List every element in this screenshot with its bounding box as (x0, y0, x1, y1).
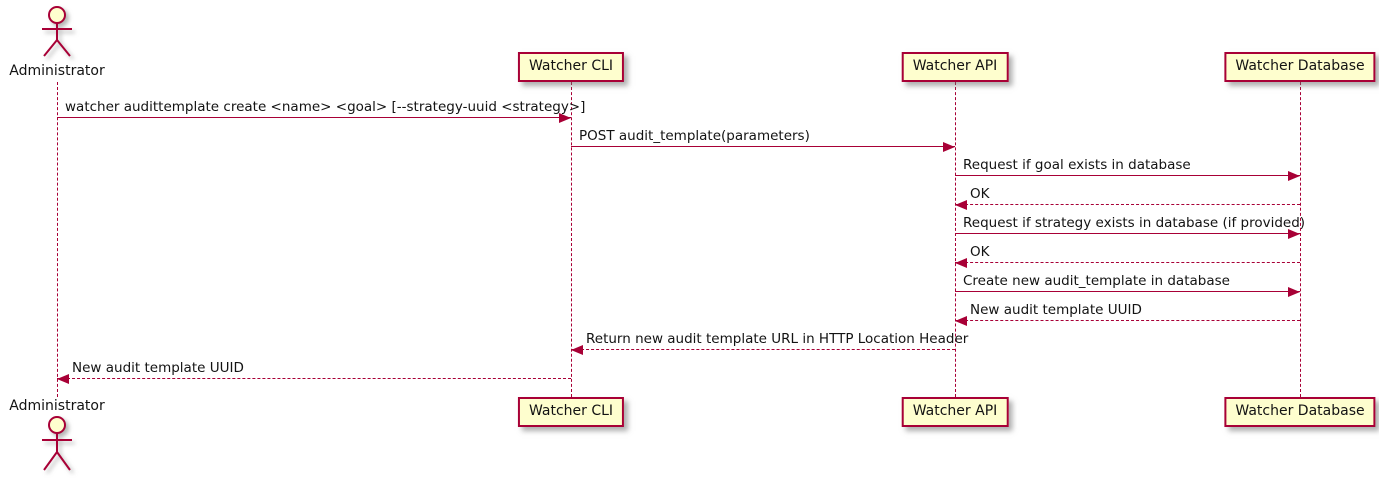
arrowhead-left-icon (955, 315, 967, 326)
arrowhead-left-icon (571, 344, 583, 355)
lifeline-watcher-database (1300, 82, 1301, 397)
arrow-line (57, 373, 571, 384)
message-label: Return new audit template URL in HTTP Lo… (586, 331, 969, 347)
message-label: Request if strategy exists in database (… (963, 215, 1306, 231)
participant-watcher-cli-top: Watcher CLI (517, 52, 625, 82)
participant-watcher-database-top: Watcher Database (1224, 52, 1376, 82)
participant-watcher-cli-bottom: Watcher CLI (517, 397, 625, 427)
arrow-line (57, 112, 571, 123)
arrowhead-right-icon (1288, 228, 1300, 239)
actor-icon (42, 416, 72, 471)
message-label: New audit template UUID (72, 360, 244, 376)
message-label: OK (970, 244, 990, 260)
message-new-uuid-from-db: New audit template UUID (955, 302, 1300, 326)
arrow-line (571, 344, 955, 355)
lifeline-watcher-api (955, 82, 956, 397)
participant-watcher-api-bottom: Watcher API (901, 397, 1009, 427)
message-create-audittemplate: watcher audittemplate create <name> <goa… (57, 99, 586, 123)
arrowhead-left-icon (955, 257, 967, 268)
message-ok-strategy: OK (955, 244, 1300, 268)
arrow-line (955, 228, 1300, 239)
message-label: Create new audit_template in database (963, 273, 1230, 289)
arrowhead-right-icon (1288, 170, 1300, 181)
message-ok-goal: OK (955, 186, 1300, 210)
message-request-goal-exists: Request if goal exists in database (955, 157, 1300, 181)
arrowhead-right-icon (559, 112, 571, 123)
message-label: OK (970, 186, 990, 202)
message-new-uuid-to-admin: New audit template UUID (57, 360, 571, 384)
lifeline-administrator (57, 82, 58, 397)
actor-icon (42, 6, 72, 57)
actor-label-top: Administrator (9, 63, 105, 79)
arrow-line (955, 257, 1300, 268)
arrow-line (955, 315, 1300, 326)
message-label: Request if goal exists in database (963, 157, 1191, 173)
participant-watcher-database-bottom: Watcher Database (1224, 397, 1376, 427)
arrowhead-right-icon (943, 141, 955, 152)
arrow-line (955, 286, 1300, 297)
message-label: POST audit_template(parameters) (579, 128, 810, 144)
arrowhead-left-icon (955, 199, 967, 210)
arrow-line (571, 141, 955, 152)
arrowhead-left-icon (57, 373, 69, 384)
arrow-line (955, 170, 1300, 181)
message-return-url-location-header: Return new audit template URL in HTTP Lo… (571, 331, 969, 355)
arrow-line (955, 199, 1300, 210)
actor-label-bottom: Administrator (9, 398, 105, 414)
message-request-strategy-exists: Request if strategy exists in database (… (955, 215, 1306, 239)
message-label: New audit template UUID (970, 302, 1142, 318)
arrowhead-right-icon (1288, 286, 1300, 297)
message-post-audit-template: POST audit_template(parameters) (571, 128, 955, 152)
participant-watcher-api-top: Watcher API (901, 52, 1009, 82)
message-create-in-database: Create new audit_template in database (955, 273, 1300, 297)
lifeline-watcher-cli (571, 82, 572, 397)
message-label: watcher audittemplate create <name> <goa… (65, 99, 586, 115)
